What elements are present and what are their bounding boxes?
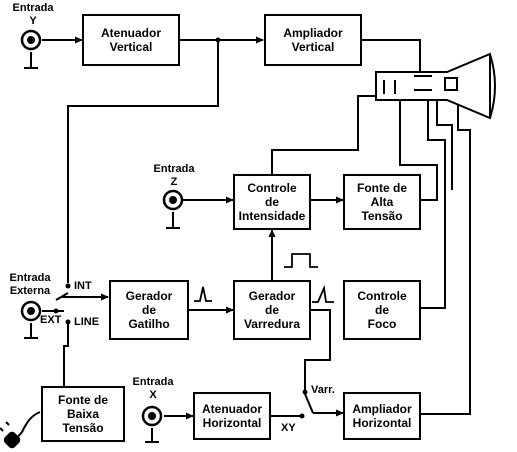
block-gerador-gatilho: Gerador de Gatilho <box>109 280 189 340</box>
power-plug-icon <box>0 421 21 449</box>
wire-line-to-fonte-baixa <box>63 324 69 386</box>
label-int: INT <box>74 280 92 292</box>
contact-varr <box>302 389 308 395</box>
label-entrada-z: Entrada Z <box>153 163 195 188</box>
contact-int <box>65 283 71 289</box>
junction-vertical <box>215 37 221 43</box>
wire-crt-lead <box>436 96 453 190</box>
block-ampliador-vertical: Ampliador Vertical <box>264 14 362 66</box>
pulse-waveform-icon <box>284 253 318 268</box>
wire-alta-tensao-to-crt <box>399 96 438 201</box>
label-entrada-y: Entrada Y <box>12 2 54 27</box>
block-fonte-alta-tensao: Fonte de Alta Tensão <box>343 174 421 230</box>
contact-ext <box>53 308 59 314</box>
horizontal-selector-blade <box>304 393 314 414</box>
label-ext: EXT <box>40 314 62 326</box>
block-ampliador-horizontal: Ampliador Horizontal <box>343 392 421 440</box>
label-line: LINE <box>74 316 100 328</box>
trigger-spike-icon <box>194 286 212 302</box>
block-controle-foco: Controle de Foco <box>343 280 421 340</box>
block-atenuador-vertical: Atenuador Vertical <box>82 14 180 66</box>
wire-varredura-to-switch <box>304 309 331 392</box>
crt-tube-icon <box>375 52 496 120</box>
block-controle-intensidade: Controle de Intensidade <box>233 174 311 230</box>
wire-vertical-sync-tap <box>67 40 219 283</box>
wire-foco-to-crt <box>421 96 446 309</box>
wire-ampliador-vertical-to-crt <box>362 39 421 82</box>
wire-intensidade-to-crt <box>271 80 381 174</box>
wire-ampliador-horizontal-to-crt <box>421 96 471 415</box>
block-gerador-varredura: Gerador de Varredura <box>233 280 311 340</box>
label-entrada-externa: Entrada Externa <box>9 272 51 297</box>
label-xy: XY <box>281 422 296 434</box>
contact-xy <box>299 413 305 419</box>
block-fonte-baixa-tensao: Fonte de Baixa Tensão <box>41 386 125 442</box>
block-atenuador-horizontal: Atenuador Horizontal <box>193 392 271 440</box>
label-varr: Varr. <box>311 384 335 396</box>
sawtooth-waveform-icon <box>312 284 334 303</box>
power-cable <box>11 411 41 445</box>
label-entrada-x: Entrada X <box>132 376 174 401</box>
contact-line <box>65 319 71 325</box>
